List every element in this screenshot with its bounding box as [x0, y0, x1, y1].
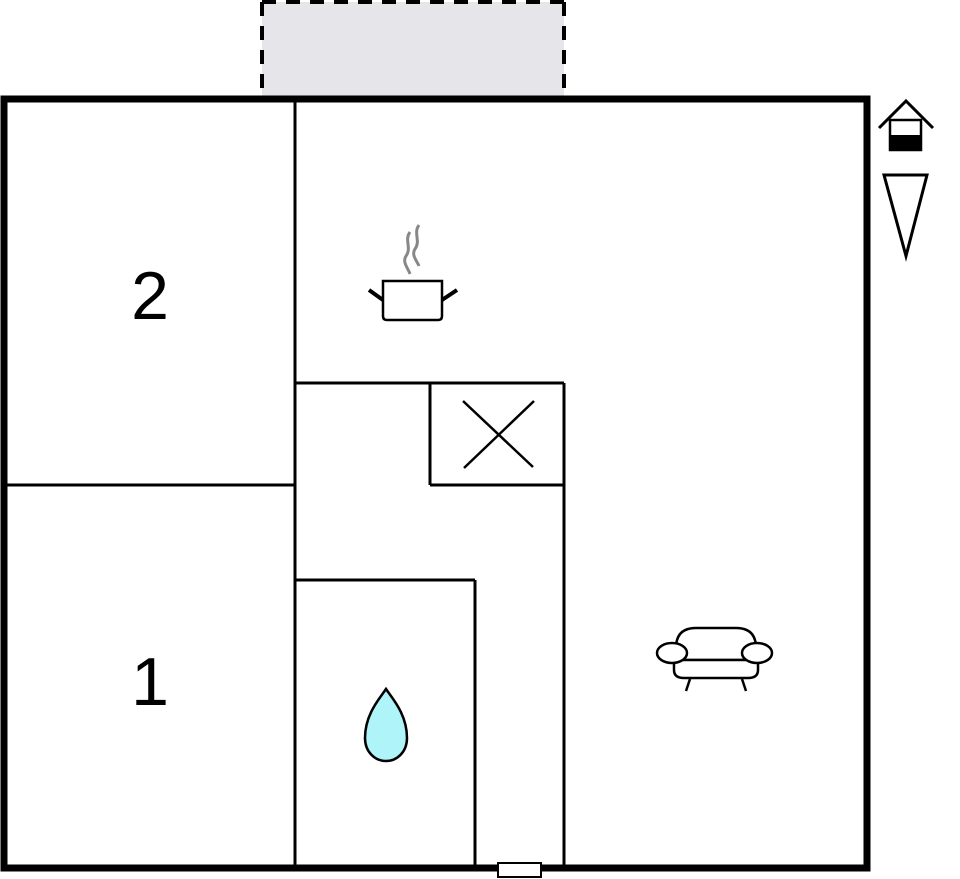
house-entrance-icon	[877, 98, 935, 152]
sofa-icon	[655, 626, 774, 692]
room-label-2: 2	[131, 258, 169, 334]
terrace-area	[260, 0, 566, 97]
entrance-door	[497, 862, 542, 878]
cross-icon	[462, 400, 535, 469]
room-label-1: 1	[131, 644, 169, 720]
cooking-pot-icon	[367, 224, 459, 322]
north-triangle-icon	[882, 173, 929, 262]
water-drop-icon	[363, 686, 409, 763]
interior-walls	[4, 99, 566, 868]
